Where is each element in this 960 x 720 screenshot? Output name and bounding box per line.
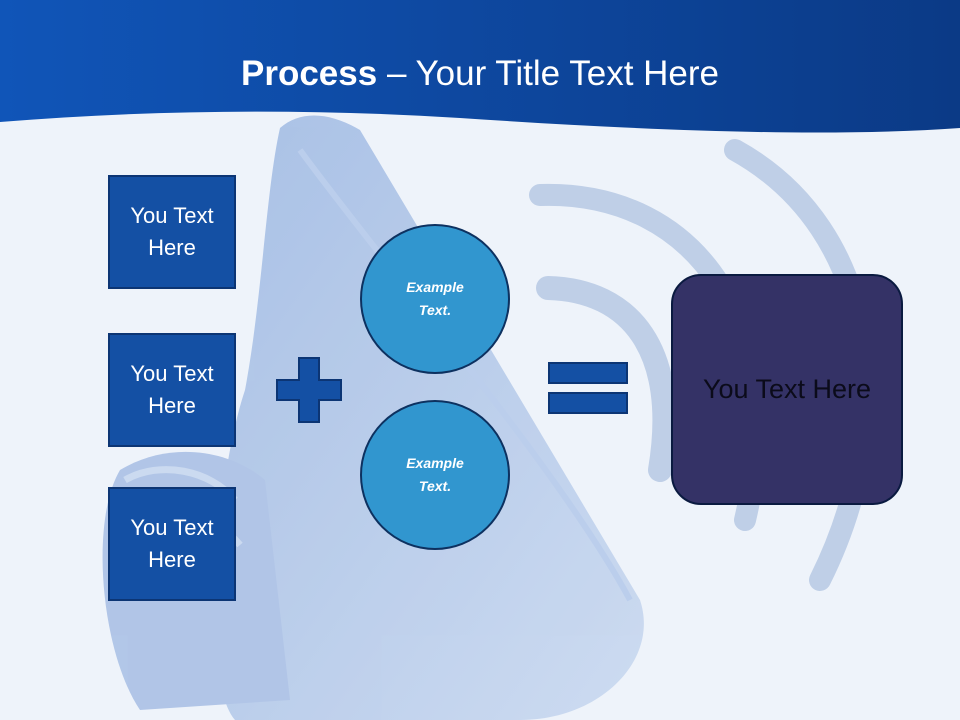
operand-label: Example Text. [406, 455, 464, 494]
input-box-label: You Text Here [130, 203, 214, 260]
slide-title: Process – Your Title Text Here [0, 50, 960, 98]
input-box-2[interactable]: You Text Here [108, 333, 236, 447]
operand-label: Example Text. [406, 279, 464, 318]
plus-icon [276, 357, 342, 423]
operand-circle-1[interactable]: Example Text. [360, 224, 510, 374]
result-box[interactable]: You Text Here [671, 274, 903, 505]
input-box-label: You Text Here [130, 515, 214, 572]
equals-icon [548, 362, 628, 414]
input-box-1[interactable]: You Text Here [108, 175, 236, 289]
title-bold-text: Process [241, 54, 378, 93]
result-label: You Text Here [702, 374, 872, 404]
input-box-3[interactable]: You Text Here [108, 487, 236, 601]
operand-circle-2[interactable]: Example Text. [360, 400, 510, 550]
title-rest-text: – Your Title Text Here [377, 54, 719, 93]
header-band [0, 0, 960, 133]
input-box-label: You Text Here [130, 361, 214, 418]
